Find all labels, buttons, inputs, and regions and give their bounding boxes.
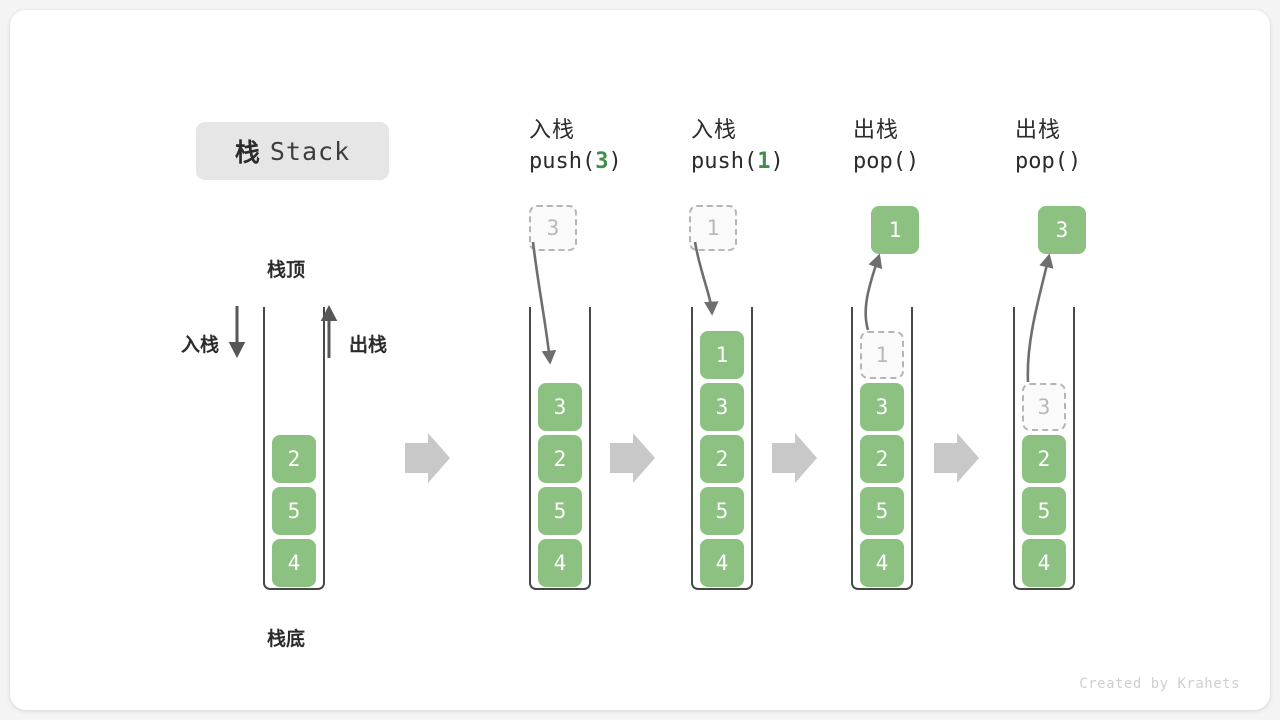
stack-cell: 4 (700, 539, 744, 587)
push-direction-label: 入栈 (181, 335, 220, 356)
step-header-cn: 出栈 (853, 117, 900, 142)
step-header-code: push(1) (691, 145, 841, 179)
flow-arrow-2 (610, 433, 655, 483)
stack-cell: 2 (538, 435, 582, 483)
diagram-card: 栈 Stack 栈顶 栈底 入栈 出栈 2 5 4 入栈 push(3) 3 3… (10, 10, 1270, 710)
stack-cell: 5 (860, 487, 904, 535)
popped-cell: 3 (1038, 206, 1086, 254)
pop-direction-label: 出栈 (349, 335, 388, 356)
code-prefix: push( (529, 149, 596, 174)
code-suffix: ) (770, 149, 784, 174)
code-suffix: ) (1067, 149, 1082, 174)
code-prefix: pop( (1015, 149, 1068, 174)
flow-arrow-4 (934, 433, 979, 483)
step-header-pop-3: 出栈 pop() (1015, 115, 1165, 179)
stack-cell: 5 (272, 487, 316, 535)
stack-cell: 5 (538, 487, 582, 535)
ghost-cell-outside: 1 (689, 205, 737, 251)
stack-top-label: 栈顶 (267, 260, 306, 281)
step-header-code: pop() (853, 145, 1003, 179)
title-cn: 栈 (234, 139, 260, 167)
stack-cell: 5 (1022, 487, 1066, 535)
stack-container-wall (691, 307, 753, 590)
code-arg: 3 (595, 149, 609, 174)
stack-cell: 2 (700, 435, 744, 483)
stack-cell: 4 (860, 539, 904, 587)
stack-container-wall (529, 307, 591, 590)
stack-container-wall (851, 307, 913, 590)
stack-cell: 4 (272, 539, 316, 587)
stack-cell: 3 (700, 383, 744, 431)
stack-container-push-3: 3 2 5 4 (529, 307, 591, 590)
stack-cell: 3 (860, 383, 904, 431)
code-suffix: ) (608, 149, 622, 174)
title-en: Stack (269, 136, 351, 166)
stack-cell: 4 (538, 539, 582, 587)
ghost-cell-outside: 3 (529, 205, 577, 251)
stack-container-initial: 2 5 4 (263, 307, 325, 590)
step-header-push-1: 入栈 push(1) (691, 115, 841, 179)
step-header-code: push(3) (529, 145, 679, 179)
code-arg: 1 (757, 149, 771, 174)
stack-container-wall (1013, 307, 1075, 590)
footer-credit: Created by Krahets (1079, 676, 1240, 692)
stack-cell: 3 (538, 383, 582, 431)
step-header-cn: 入栈 (529, 117, 576, 142)
code-prefix: pop( (853, 149, 906, 174)
step-header-cn: 入栈 (691, 117, 738, 142)
stack-container-pop-1: 1 3 2 5 4 (851, 307, 913, 590)
stack-container-pop-3: 3 2 5 4 (1013, 307, 1075, 590)
title-badge: 栈 Stack (196, 122, 389, 180)
step-header-cn: 出栈 (1015, 117, 1062, 142)
stack-container-push-1: 1 3 2 5 4 (691, 307, 753, 590)
stack-cell: 2 (272, 435, 316, 483)
code-suffix: ) (905, 149, 920, 174)
popped-cell: 1 (871, 206, 919, 254)
step-header-code: pop() (1015, 145, 1165, 179)
stack-cell: 5 (700, 487, 744, 535)
stack-container-wall (263, 307, 325, 590)
step-header-push-3: 入栈 push(3) (529, 115, 679, 179)
flow-arrow-1 (405, 433, 450, 483)
ghost-cell-inside: 3 (1022, 383, 1066, 431)
flow-arrow-3 (772, 433, 817, 483)
code-prefix: push( (691, 149, 758, 174)
ghost-cell-inside: 1 (860, 331, 904, 379)
stack-cell: 1 (700, 331, 744, 379)
stack-cell: 4 (1022, 539, 1066, 587)
push-motion-arrow-1 (693, 241, 719, 316)
stack-bottom-label: 栈底 (267, 629, 306, 650)
step-header-pop-1: 出栈 pop() (853, 115, 1003, 179)
stack-cell: 2 (1022, 435, 1066, 483)
stack-cell: 2 (860, 435, 904, 483)
